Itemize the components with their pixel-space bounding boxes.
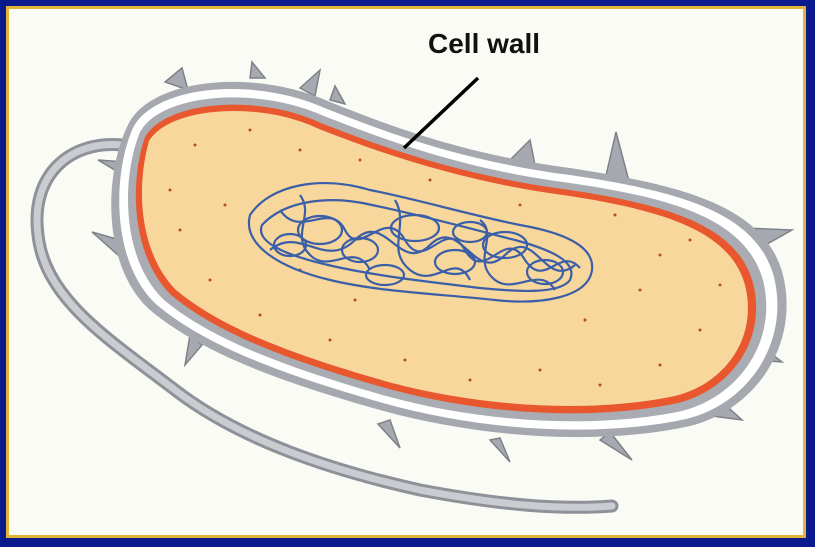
cell-wall-label: Cell wall (428, 28, 540, 60)
leader-line (404, 78, 478, 148)
